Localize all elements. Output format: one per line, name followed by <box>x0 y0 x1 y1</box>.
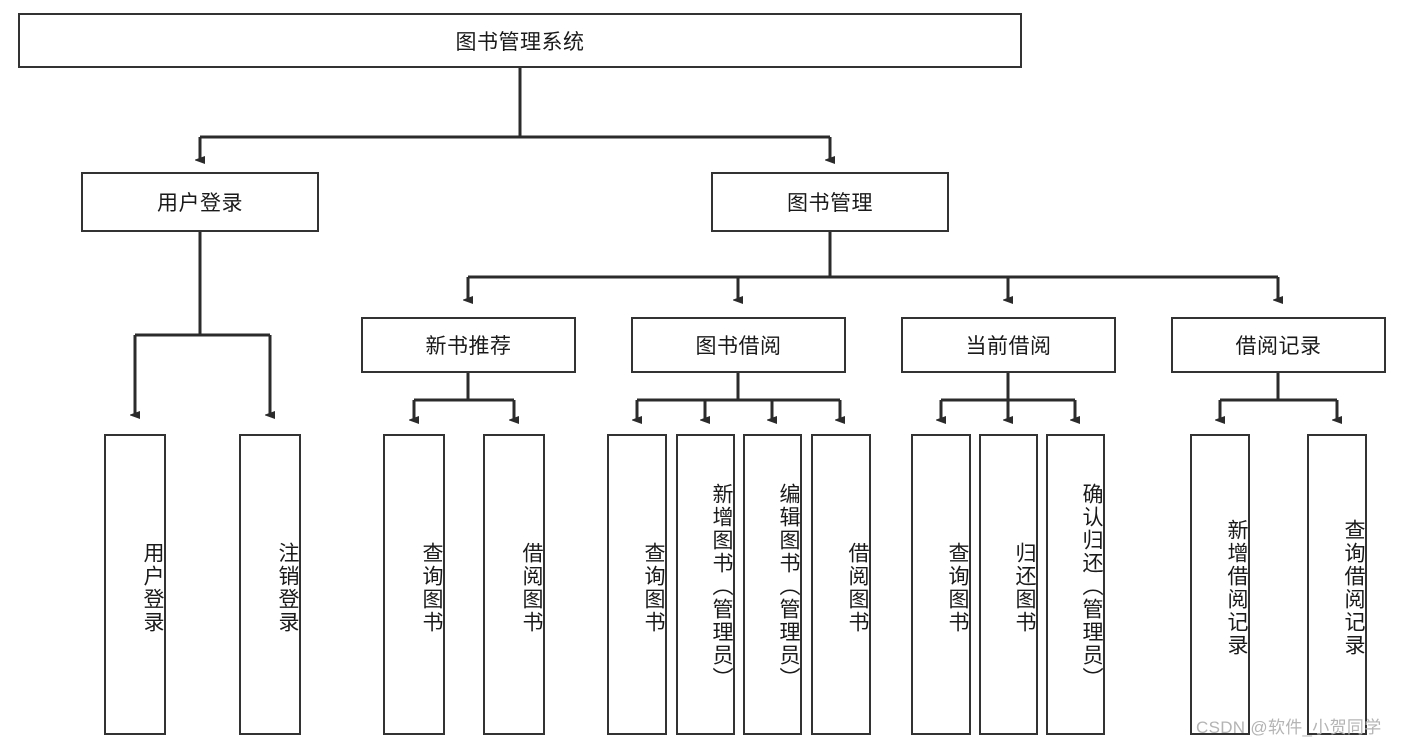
node-label: 当前借阅 <box>965 335 1052 358</box>
node-borrowing-records[interactable]: 借阅记录 <box>1171 317 1386 373</box>
node-root-title[interactable]: 图书管理系统 <box>18 13 1022 68</box>
node-label: 查询借阅记录 <box>1342 518 1365 657</box>
node-label: 编辑图书（管理员） <box>777 483 800 690</box>
node-label: 新增图书（管理员） <box>710 483 733 690</box>
node-leaf-user-login[interactable]: 用户登录 <box>104 434 166 735</box>
node-current-borrowing[interactable]: 当前借阅 <box>901 317 1116 373</box>
node-label: 借阅记录 <box>1235 335 1322 358</box>
node-label: 查询图书 <box>642 541 665 634</box>
node-label: 用户登录 <box>141 541 164 634</box>
node-leaf-bb-edit-book-admin[interactable]: 编辑图书（管理员） <box>743 434 802 735</box>
node-label: 新增借阅记录 <box>1225 518 1248 657</box>
node-label: 用户登录 <box>157 192 243 215</box>
node-leaf-bb-borrow-book[interactable]: 借阅图书 <box>811 434 871 735</box>
node-leaf-nbr-borrow-book[interactable]: 借阅图书 <box>483 434 545 735</box>
node-new-book-recommendation[interactable]: 新书推荐 <box>361 317 576 373</box>
node-leaf-logout[interactable]: 注销登录 <box>239 434 301 735</box>
node-label: 注销登录 <box>276 541 299 634</box>
node-book-borrowing[interactable]: 图书借阅 <box>631 317 846 373</box>
node-leaf-cb-return-book[interactable]: 归还图书 <box>979 434 1038 735</box>
node-book-management[interactable]: 图书管理 <box>711 172 949 232</box>
node-user-login[interactable]: 用户登录 <box>81 172 319 232</box>
node-leaf-cb-confirm-return-admin[interactable]: 确认归还（管理员） <box>1046 434 1105 735</box>
node-leaf-bb-query-book[interactable]: 查询图书 <box>607 434 667 735</box>
node-leaf-br-query-record[interactable]: 查询借阅记录 <box>1307 434 1367 735</box>
node-leaf-br-add-record[interactable]: 新增借阅记录 <box>1190 434 1250 735</box>
csdn-watermark: CSDN @软件_小贺同学 <box>1196 718 1382 737</box>
node-label: 确认归还（管理员） <box>1080 483 1103 690</box>
node-label: 借阅图书 <box>520 541 543 634</box>
node-label: 归还图书 <box>1013 541 1036 634</box>
node-label: 图书借阅 <box>695 335 782 358</box>
node-leaf-nbr-query-book[interactable]: 查询图书 <box>383 434 445 735</box>
node-label: 图书管理系统 <box>455 30 585 54</box>
node-leaf-cb-query-book[interactable]: 查询图书 <box>911 434 971 735</box>
node-leaf-bb-add-book-admin[interactable]: 新增图书（管理员） <box>676 434 735 735</box>
node-label: 借阅图书 <box>846 541 869 634</box>
node-label: 查询图书 <box>420 541 443 634</box>
node-label: 查询图书 <box>946 541 969 634</box>
node-label: 新书推荐 <box>425 335 512 358</box>
node-label: 图书管理 <box>787 192 873 215</box>
